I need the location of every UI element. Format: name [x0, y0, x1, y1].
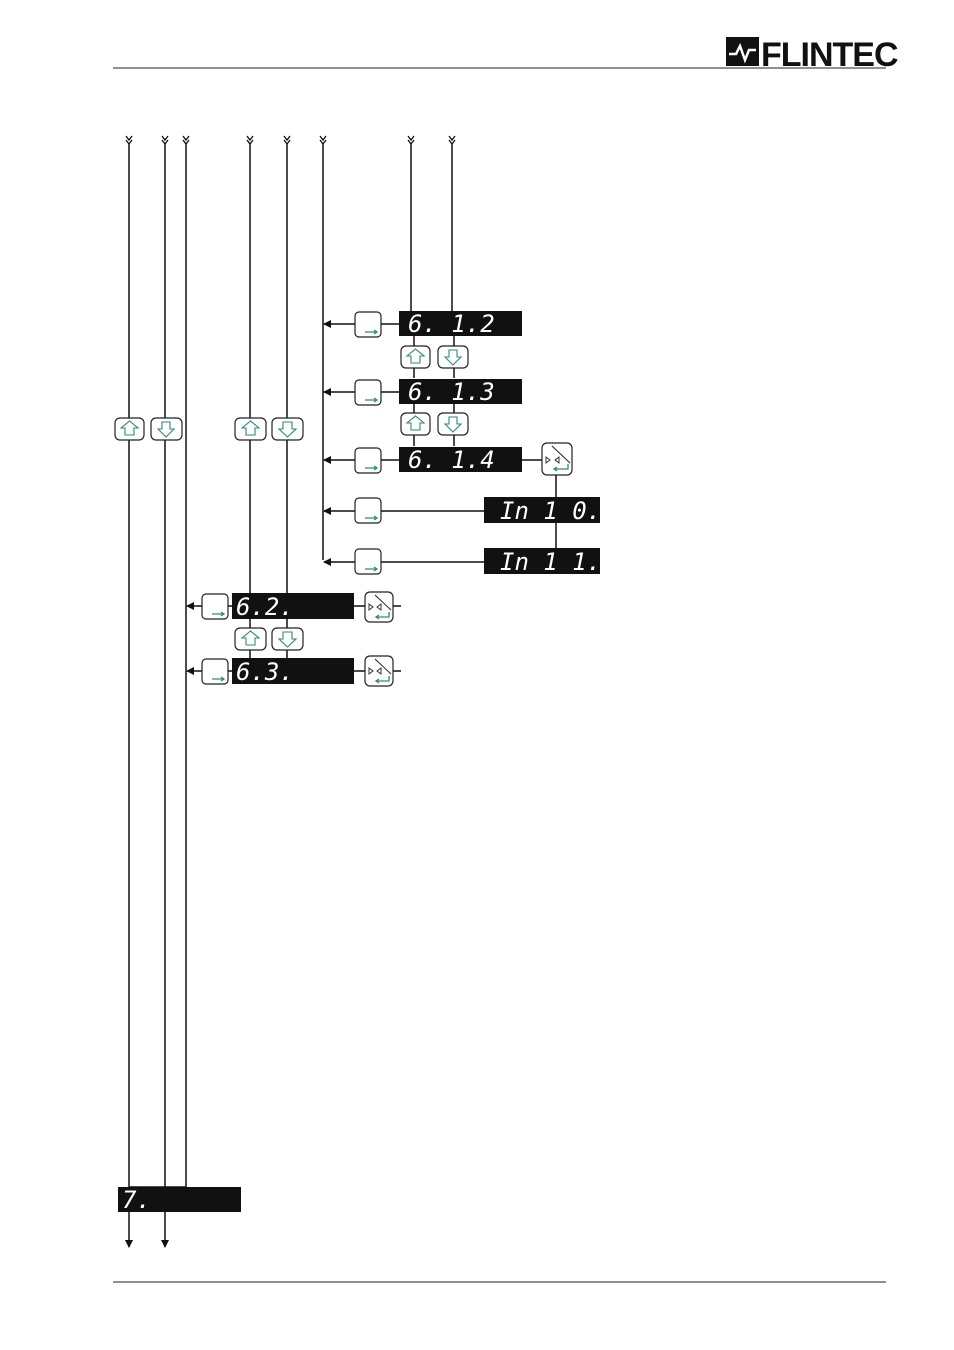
down-key[interactable] — [151, 418, 182, 440]
display-in1-1: In 1 1. — [484, 548, 601, 576]
down-key[interactable] — [272, 418, 303, 440]
display-6-1-4: 6. 1.4 — [399, 446, 522, 474]
down-key[interactable] — [272, 628, 303, 650]
svg-text:6.2.: 6.2. — [236, 593, 294, 621]
enter-key[interactable] — [355, 549, 381, 574]
svg-text:In 1 1.: In 1 1. — [500, 548, 601, 576]
down-key[interactable] — [438, 346, 468, 368]
svg-text:6.3.: 6.3. — [236, 658, 294, 686]
svg-text:In 1 0.: In 1 0. — [500, 497, 601, 525]
zero-enter-key[interactable] — [365, 656, 393, 686]
svg-text:6. 1.3: 6. 1.3 — [408, 378, 495, 406]
up-key[interactable] — [401, 413, 430, 435]
enter-key[interactable] — [202, 659, 228, 684]
enter-key[interactable] — [355, 448, 381, 473]
down-key[interactable] — [438, 413, 468, 435]
display-6-1-3: 6. 1.3 — [399, 378, 522, 406]
svg-text:6. 1.2: 6. 1.2 — [408, 310, 495, 338]
svg-text:7.: 7. — [122, 1186, 151, 1214]
incoming-chevrons — [126, 136, 455, 144]
display-7: 7. — [118, 1186, 241, 1214]
zero-enter-key[interactable] — [542, 443, 572, 475]
display-6-2: 6.2. — [232, 593, 354, 621]
enter-key[interactable] — [355, 380, 381, 405]
enter-key[interactable] — [355, 312, 381, 337]
up-key[interactable] — [235, 628, 266, 650]
enter-key[interactable] — [355, 498, 381, 523]
zero-enter-key[interactable] — [365, 592, 393, 622]
display-6-1-2: 6. 1.2 — [399, 310, 522, 338]
up-key[interactable] — [235, 418, 266, 440]
up-key[interactable] — [401, 346, 430, 368]
svg-text:6. 1.4: 6. 1.4 — [408, 446, 495, 474]
display-6-3: 6.3. — [232, 658, 354, 686]
up-key[interactable] — [115, 418, 144, 440]
enter-key[interactable] — [202, 594, 228, 619]
display-in1-0: In 1 0. — [484, 497, 601, 525]
